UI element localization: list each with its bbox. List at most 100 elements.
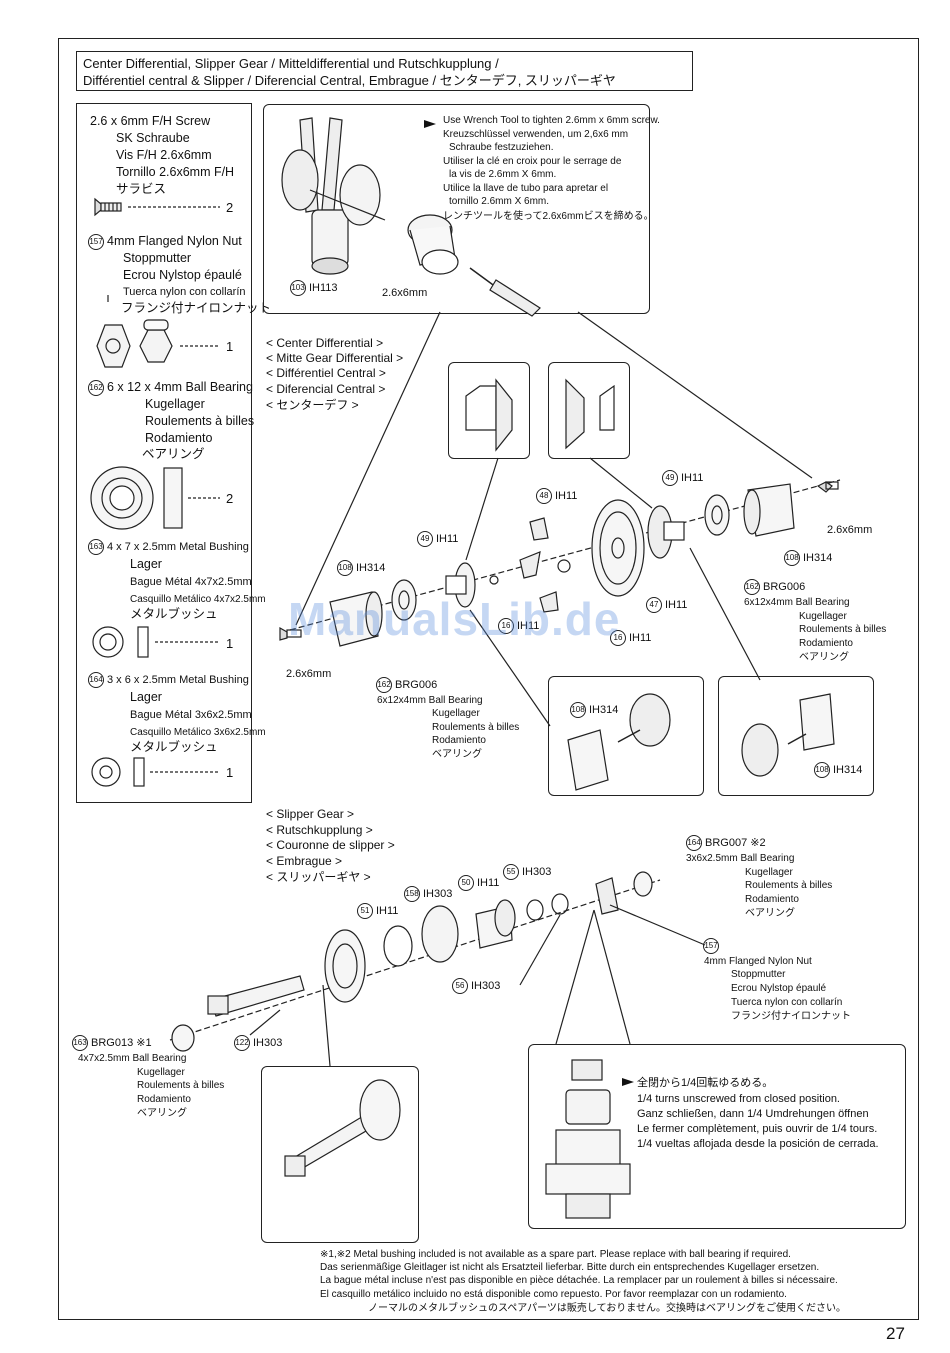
slipper-shaft-detail <box>261 1066 419 1243</box>
footnote-1: ※1,※2 Metal bushing included is not avai… <box>320 1249 791 1260</box>
part-163-name-jp: メタルブッシュ <box>130 607 218 621</box>
nut-note-3: Ecrou Nylstop épaulé <box>731 983 827 994</box>
brg-right-line-3: Roulements à billes <box>799 624 887 635</box>
left-cup-icon <box>329 591 383 647</box>
brg-left-line-1: 6x12x4mm Ball Bearing <box>377 695 483 706</box>
slipper-header-de: < Rutschkupplung > <box>266 823 373 837</box>
nut-note-1: 4mm Flanged Nylon Nut <box>704 956 812 967</box>
brg013-line-1: 4x7x2.5mm Ball Bearing <box>78 1053 187 1064</box>
title-line-2: Différentiel central & Slipper / Diferen… <box>83 73 616 88</box>
wrench-note-3: Schraube festzuziehen. <box>449 142 554 153</box>
spur-gear-icon <box>591 499 645 597</box>
part-164-name-es: Casquillo Metálico 3x6x2.5mm <box>130 727 266 738</box>
nut-note-5: フランジ付ナイロンナット <box>731 1011 851 1022</box>
turn-note-3: Ganz schließen, dann 1/4 Umdrehungen öff… <box>637 1108 869 1120</box>
brg007-line-5: ベアリング <box>745 908 795 919</box>
wrench-note-7: tornillo 2.6mm X 6mm. <box>449 196 550 207</box>
slipper-header-fr: < Couronne de slipper > <box>266 838 395 852</box>
center-diff-header-en: < Center Differential > <box>266 336 384 350</box>
part-157-qty: 1 <box>226 339 234 354</box>
brg-right-line-4: Rodamiento <box>799 638 853 649</box>
part-157-name-fr: Ecrou Nylstop épaulé <box>123 268 242 282</box>
bushing-4x7-icon <box>92 626 149 658</box>
center-diff-header-jp: < センターデフ > <box>266 398 359 412</box>
part-163-name-de: Lager <box>130 557 162 571</box>
part-162-name-de: Kugellager <box>145 397 205 411</box>
part-157-number: 157 <box>88 233 104 250</box>
left-bevel-gear-icon <box>445 562 476 608</box>
brg013-line-3: Roulements à billes <box>137 1080 225 1091</box>
part-screw-name-en: 2.6 x 6mm F/H Screw <box>90 114 211 128</box>
page-title: Center Differential, Slipper Gear / Mitt… <box>76 51 693 91</box>
turn-note-5: 1/4 vueltas aflojada desde la posición d… <box>637 1138 879 1150</box>
wrench-note-5: la vis de 2.6mm X 6mm. <box>449 169 557 180</box>
brg007-line-1: 3x6x2.5mm Ball Bearing <box>686 853 795 864</box>
brg-right-line-5: ベアリング <box>799 652 849 663</box>
part-163-qty: 1 <box>226 636 234 651</box>
flanged-nut-icon <box>96 319 173 368</box>
part-164-name-de: Lager <box>130 690 162 704</box>
footnote-2: Das serienmäßige Gleitlager ist nicht al… <box>320 1262 820 1273</box>
slipper-header-jp: < スリッパーギヤ > <box>266 870 371 884</box>
wrench-tool-icon <box>281 117 386 275</box>
center-diff-header-es: < Diferencial Central > <box>266 382 386 396</box>
right-cup-icon <box>743 483 795 537</box>
part-screw-name-de: SK Schraube <box>116 131 190 145</box>
right-bevel-gear-icon <box>647 505 685 559</box>
page-frame <box>58 38 919 1320</box>
wrench-note-6: Utilice la llave de tubo para apretar el <box>443 183 609 194</box>
center-diff-header-de: < Mitte Gear Differential > <box>266 351 404 365</box>
part-162-qty: 2 <box>226 491 234 506</box>
part-164-number: 164 <box>88 672 104 689</box>
page-number: 27 <box>886 1324 905 1343</box>
footnote-5: ノーマルのメタルブッシュのスペアパーツは販売しておりません。交換時はベアリングを… <box>368 1303 846 1314</box>
brg007-line-3: Roulements à billes <box>745 880 833 891</box>
footnote-3: La bague métal incluse n'est pas disponi… <box>320 1275 838 1286</box>
part-screw-name-jp: サラビス <box>116 182 167 196</box>
screwdriver-icon <box>469 267 541 317</box>
wrench-detail-box <box>263 104 650 314</box>
part-screw-qty: 2 <box>226 200 234 215</box>
slipper-header-es: < Embrague > <box>266 854 343 868</box>
part-162-name-es: Rodamiento <box>145 431 213 445</box>
part-162-name-fr: Roulements à billes <box>145 414 255 428</box>
brg007-line-4: Rodamiento <box>745 894 799 905</box>
brg-left-line-5: ベアリング <box>432 749 482 760</box>
diff-gear-detail-right <box>548 362 630 459</box>
left-bearing-icon <box>391 579 417 621</box>
part-157-name-es: Tuerca nylon con collarín <box>123 286 246 298</box>
part-screw-name-fr: Vis F/H 2.6x6mm <box>116 148 212 162</box>
wrench-note-4: Utiliser la clé en croix pour le serrage… <box>443 156 622 167</box>
title-line-1: Center Differential, Slipper Gear / Mitt… <box>83 56 499 71</box>
right-bearing-icon <box>704 494 730 536</box>
part-164-name-fr: Bague Métal 3x6x2.5mm <box>130 709 252 721</box>
part-163-number: 163 <box>88 539 104 556</box>
nut-note-4: Tuerca nylon con collarín <box>731 997 843 1008</box>
nut-note-2: Stoppmutter <box>731 969 786 980</box>
ball-bearing-icon <box>90 466 183 530</box>
brg007-line-2: Kugellager <box>745 867 793 878</box>
right-screw-icon <box>816 481 839 493</box>
center-diff-header-fr: < Différentiel Central > <box>266 366 386 380</box>
brg-left-line-4: Rodamiento <box>432 735 486 746</box>
cup-detail-left <box>548 676 704 796</box>
part-157-name-jp: フランジ付ナイロンナット <box>121 301 272 315</box>
part-163-name-fr: Bague Métal 4x7x2.5mm <box>130 576 252 588</box>
left-screw-icon <box>279 626 302 641</box>
footnote-4: El casquillo metálico incluido no está d… <box>320 1289 787 1300</box>
